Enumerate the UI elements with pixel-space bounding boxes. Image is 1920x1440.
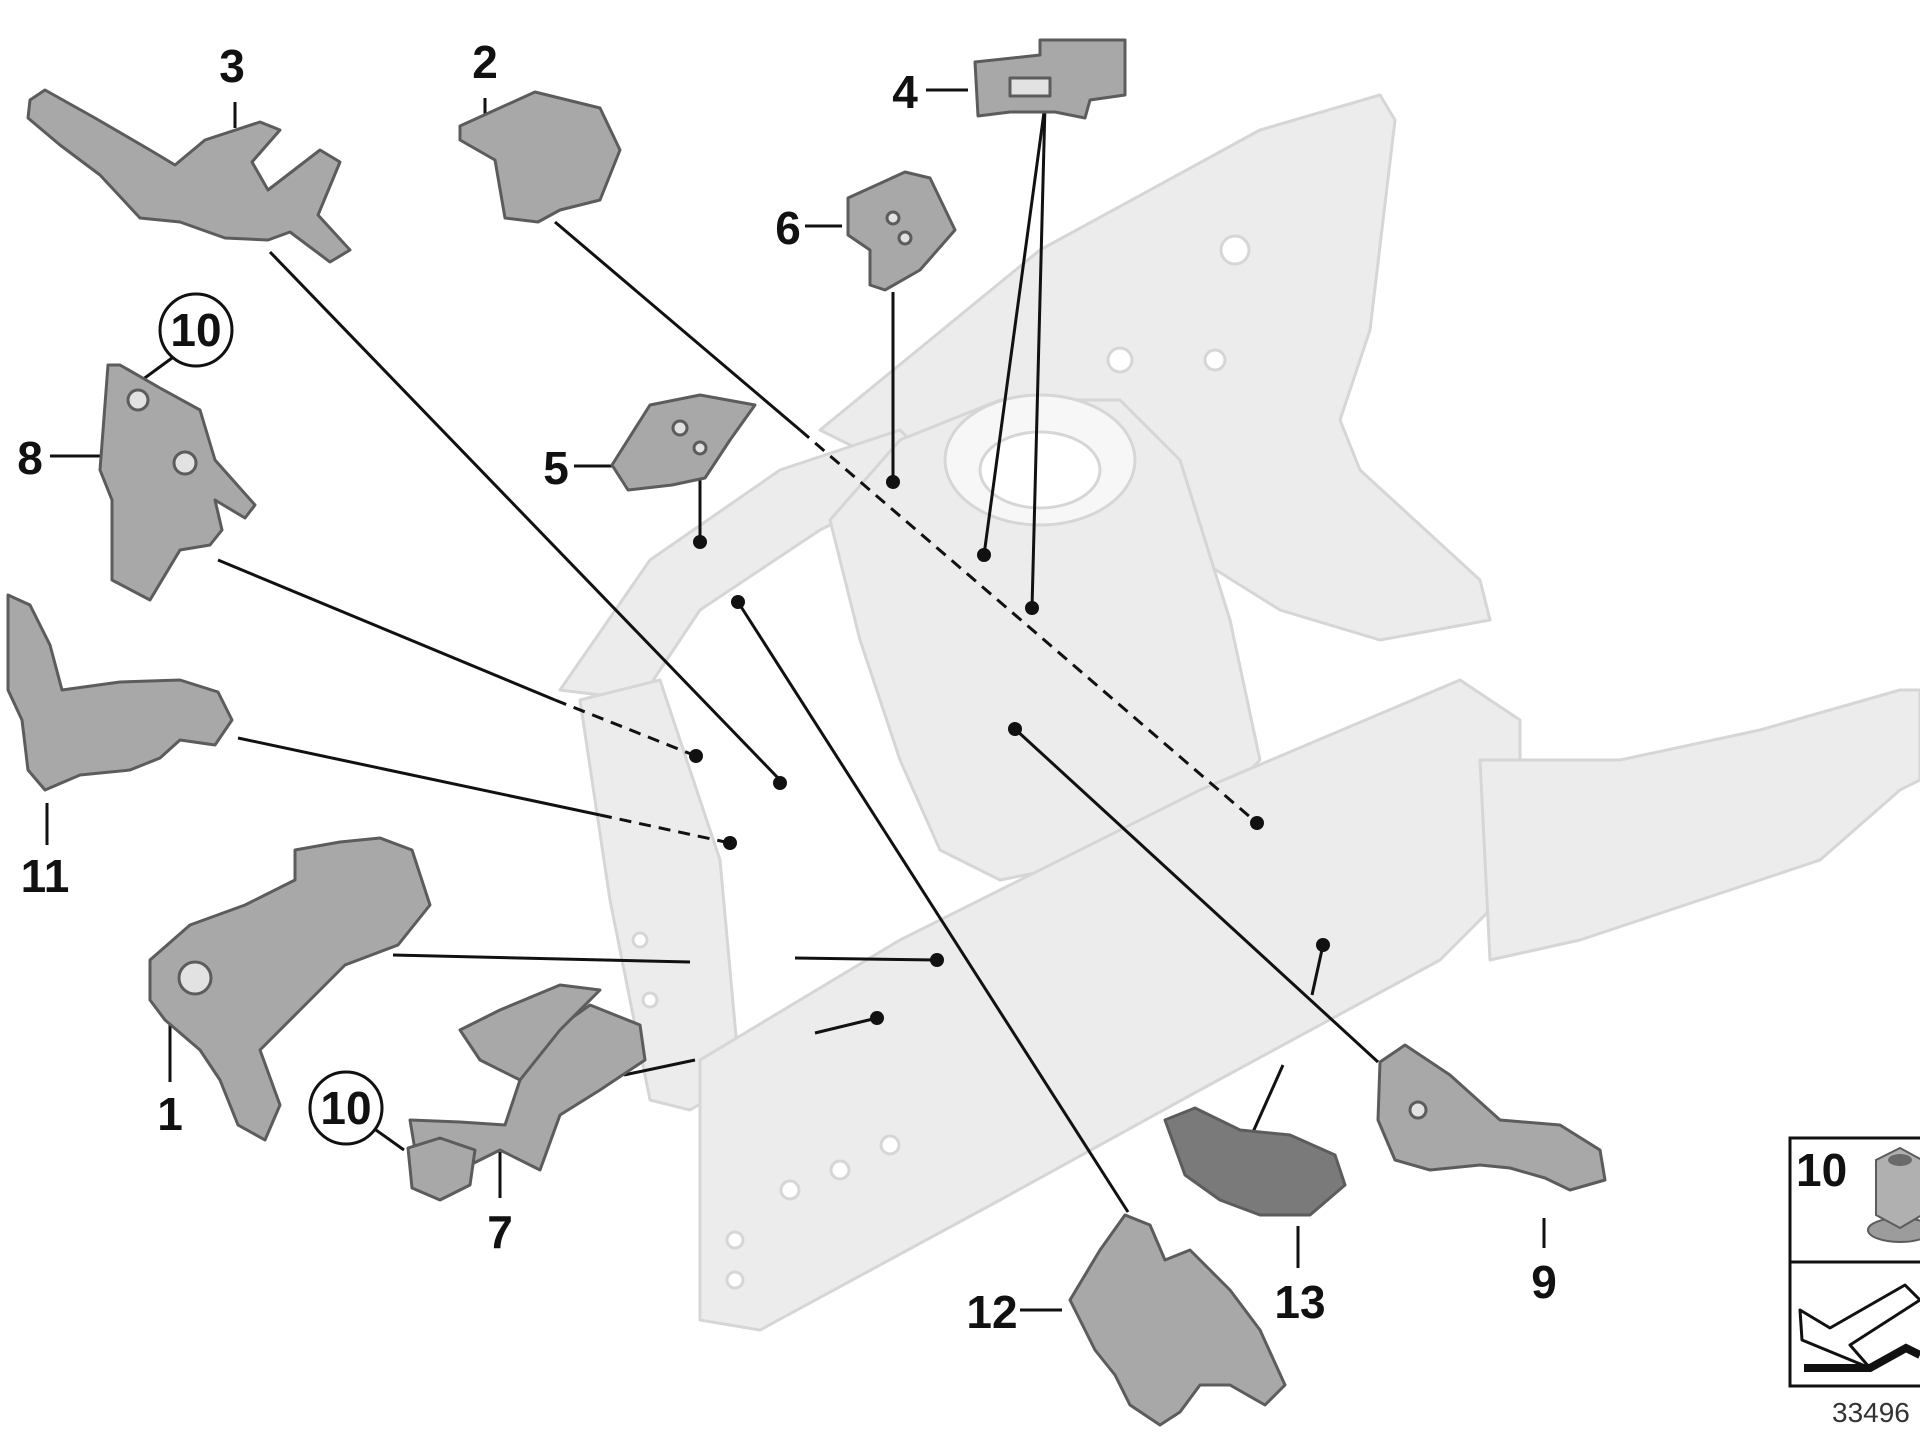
callout-8: 8 xyxy=(17,432,43,484)
part-5-bracket xyxy=(610,393,757,492)
leader-dots xyxy=(689,475,1330,1025)
part-2-bracket xyxy=(458,90,622,224)
callout-2: 2 xyxy=(472,36,498,88)
legend-part-number: 10 xyxy=(1796,1144,1847,1196)
panel-hole xyxy=(829,1159,851,1181)
part-8-bracket xyxy=(98,363,257,602)
anchor-dot xyxy=(731,595,745,609)
part-9-hole xyxy=(1408,1100,1428,1120)
part-1-star-washer xyxy=(177,960,213,996)
leader-lines xyxy=(45,88,1546,1312)
part-11-bracket xyxy=(6,593,234,792)
part-1-bracket xyxy=(148,836,432,1142)
reference-number: 33496 xyxy=(1832,1397,1910,1428)
callout-1: 1 xyxy=(157,1088,183,1140)
panel-hole xyxy=(725,1230,745,1250)
part-10-nut-a xyxy=(406,1136,477,1202)
callout-10a: 10 xyxy=(170,304,221,356)
part-13-bracket xyxy=(1163,1106,1347,1217)
leader-line-3 xyxy=(268,250,782,782)
leader-line-8-hidden xyxy=(554,698,697,758)
callout-10b: 10 xyxy=(320,1082,371,1134)
panel-hole xyxy=(779,1179,801,1201)
leader-line-12 xyxy=(736,601,1130,1213)
bracket-parts xyxy=(6,38,1607,1427)
leader-line-13a xyxy=(1251,1064,1285,1133)
anchor-dot xyxy=(930,953,944,967)
leader-line-2-hidden xyxy=(799,428,1258,825)
anchor-dot xyxy=(773,776,787,790)
part-3-bracket xyxy=(26,88,352,264)
part-6-hole xyxy=(885,210,901,226)
leader-line-7b xyxy=(814,1016,878,1035)
leader-line-4b xyxy=(1030,104,1047,609)
rear-rail-extension xyxy=(1478,688,1920,962)
part-6-bracket xyxy=(846,170,957,292)
anchor-dot xyxy=(1025,601,1039,615)
leader-line-7a xyxy=(623,1058,696,1077)
anchor-dot xyxy=(1316,938,1330,952)
callout-13: 13 xyxy=(1274,1276,1325,1328)
panel-hole xyxy=(725,1270,745,1290)
leader-line-13b xyxy=(1310,944,1325,996)
leader-line-1b xyxy=(794,956,938,962)
tick-10a xyxy=(141,356,173,382)
hex-flange-nut-icon xyxy=(1867,1146,1920,1243)
anchor-dot xyxy=(1250,816,1264,830)
part-8-hole xyxy=(172,450,198,476)
callout-3: 3 xyxy=(219,40,245,92)
callout-10b-circle xyxy=(308,1070,384,1146)
callout-labels: 3 2 4 6 5 8 11 1 7 12 13 9 10 10 xyxy=(17,36,1557,1338)
panel-hole xyxy=(631,931,649,949)
leader-line-9 xyxy=(1013,727,1380,1064)
part-7-upper xyxy=(458,983,602,1082)
legend-box: 10 xyxy=(1788,1136,1920,1388)
panel-hole xyxy=(879,1134,901,1156)
anchor-dot xyxy=(870,1011,884,1025)
callout-6: 6 xyxy=(775,202,801,254)
panel-hole xyxy=(1203,348,1227,372)
part-5-hole xyxy=(692,440,708,456)
leader-line-1a xyxy=(392,953,691,964)
part-12-bracket xyxy=(1068,1213,1287,1427)
anchor-dot xyxy=(723,836,737,850)
leader-line-2 xyxy=(554,220,801,432)
callout-4: 4 xyxy=(892,66,918,118)
panel-hole xyxy=(1106,346,1134,374)
callout-10a-circle xyxy=(158,292,234,368)
callout-7: 7 xyxy=(487,1206,513,1258)
anchor-dot xyxy=(886,475,900,489)
anchor-dot xyxy=(1008,722,1022,736)
callout-5: 5 xyxy=(543,442,569,494)
leader-line-11 xyxy=(237,736,601,817)
panel-hole xyxy=(641,991,659,1009)
leader-line-8 xyxy=(217,558,556,702)
anchor-dot xyxy=(693,535,707,549)
callout-9: 9 xyxy=(1531,1256,1557,1308)
strut-tower-cup xyxy=(978,430,1102,510)
callout-12: 12 xyxy=(966,1286,1017,1338)
callout-11: 11 xyxy=(21,850,70,902)
part-5-hole xyxy=(671,419,689,437)
part-9-bracket xyxy=(1376,1043,1607,1192)
part-4-slot xyxy=(1008,76,1052,98)
leader-line-4a xyxy=(982,104,1047,556)
install-direction-arrow-icon xyxy=(1798,1283,1920,1372)
part-6-hole xyxy=(897,230,913,246)
anchor-dot xyxy=(977,548,991,562)
tick-10b xyxy=(375,1128,405,1152)
panel-hole xyxy=(1219,234,1251,266)
leader-line-11-hidden xyxy=(599,813,731,845)
part-8-hole xyxy=(126,388,150,412)
anchor-dot xyxy=(689,749,703,763)
